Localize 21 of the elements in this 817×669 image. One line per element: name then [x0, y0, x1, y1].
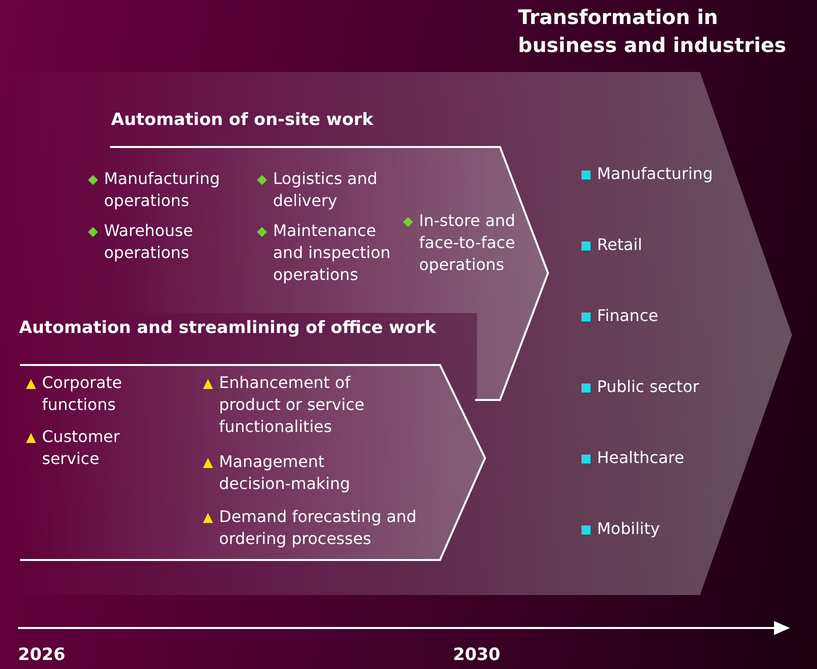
list-item: Management decision-making: [219, 451, 352, 495]
year-label: 2026: [18, 645, 66, 665]
list-item: Manufacturing operations: [104, 168, 221, 212]
list-item: Demand forecasting and ordering processes: [219, 506, 418, 550]
list-item: Warehouse operations: [104, 220, 194, 264]
section-heading: Automation and streamlining of office work: [19, 317, 436, 340]
section-heading: Transformation in business and industries: [518, 4, 788, 59]
list-item: Finance: [597, 305, 658, 327]
list-item: In-store and face-to-face operations: [419, 210, 516, 276]
list-item: Maintenance and inspection operations: [273, 220, 392, 286]
list-item: Manufacturing: [597, 163, 713, 185]
list-item: Customer service: [42, 426, 121, 470]
list-item: Enhancement of product or service functionalities: [219, 372, 366, 438]
list-item: Corporate functions: [42, 372, 123, 416]
list-item: Retail: [597, 234, 642, 256]
list-item: Logistics and delivery: [273, 168, 378, 212]
list-item: Healthcare: [597, 447, 684, 469]
list-item: Mobility: [597, 518, 660, 540]
section-heading: Automation of on-site work: [111, 109, 374, 132]
year-label: 2030: [453, 645, 500, 665]
list-item: Public sector: [597, 376, 700, 398]
